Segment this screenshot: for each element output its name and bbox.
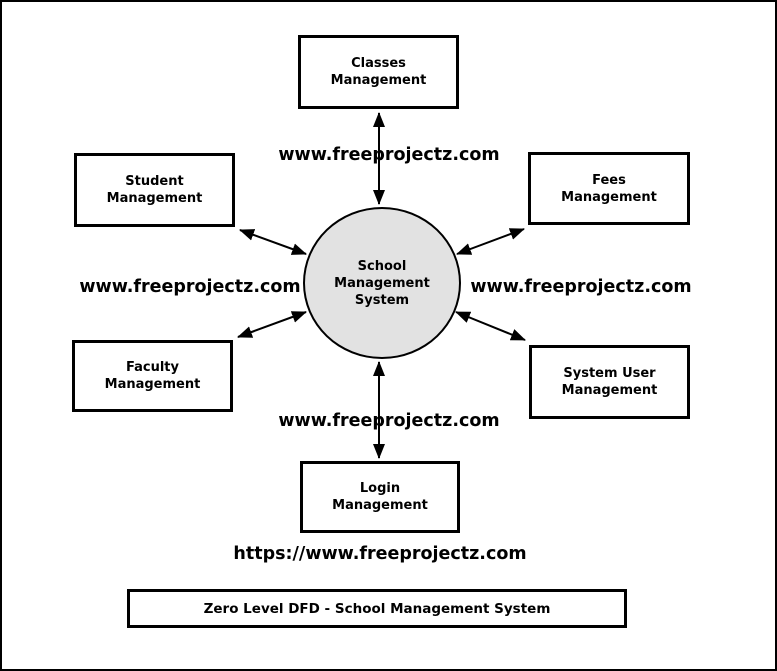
entity-box-student: Student Management (74, 153, 235, 227)
process-label-line: School (357, 258, 407, 274)
arrow-fees-process (456, 228, 525, 255)
entity-label-line: Management (332, 498, 428, 513)
entity-label-line: Student (125, 174, 184, 189)
entity-label-line: Management (104, 377, 201, 392)
entity-label-line: System User (563, 366, 656, 381)
entity-box-classes: Classes Management (298, 35, 459, 109)
process-circle-school-management-system: School Management System (303, 207, 461, 359)
process-label-line: System (354, 292, 410, 308)
arrow-faculty-process (237, 311, 307, 338)
caption-box: Zero Level DFD - School Management Syste… (127, 589, 627, 628)
entity-box-login: Login Management (300, 461, 460, 533)
caption-text: Zero Level DFD - School Management Syste… (203, 600, 551, 617)
watermark-left: www.freeprojectz.com (79, 277, 301, 297)
entity-label-line: Classes (351, 56, 406, 71)
entity-label-line: Login (359, 481, 401, 496)
entity-label-line: Fees (592, 172, 626, 188)
entity-box-faculty: Faculty Management (72, 340, 233, 412)
arrow-student-process (239, 229, 307, 255)
entity-label-line: Management (561, 189, 657, 205)
process-label-line: Management (334, 275, 430, 291)
watermark-right: www.freeprojectz.com (470, 277, 692, 297)
arrow-sysuser-process (455, 311, 526, 341)
entity-label-line: Management (106, 191, 203, 206)
watermark-bottom: www.freeprojectz.com (278, 411, 500, 431)
entity-label-line: Faculty (126, 360, 179, 375)
watermark-top: www.freeprojectz.com (278, 145, 500, 165)
entity-label-line: Management (330, 73, 427, 88)
entity-label-line: Management (561, 383, 658, 398)
entity-box-system-user: System User Management (529, 345, 690, 419)
entity-box-fees: Fees Management (528, 152, 690, 225)
footer-url: https://www.freeprojectz.com (233, 544, 527, 564)
